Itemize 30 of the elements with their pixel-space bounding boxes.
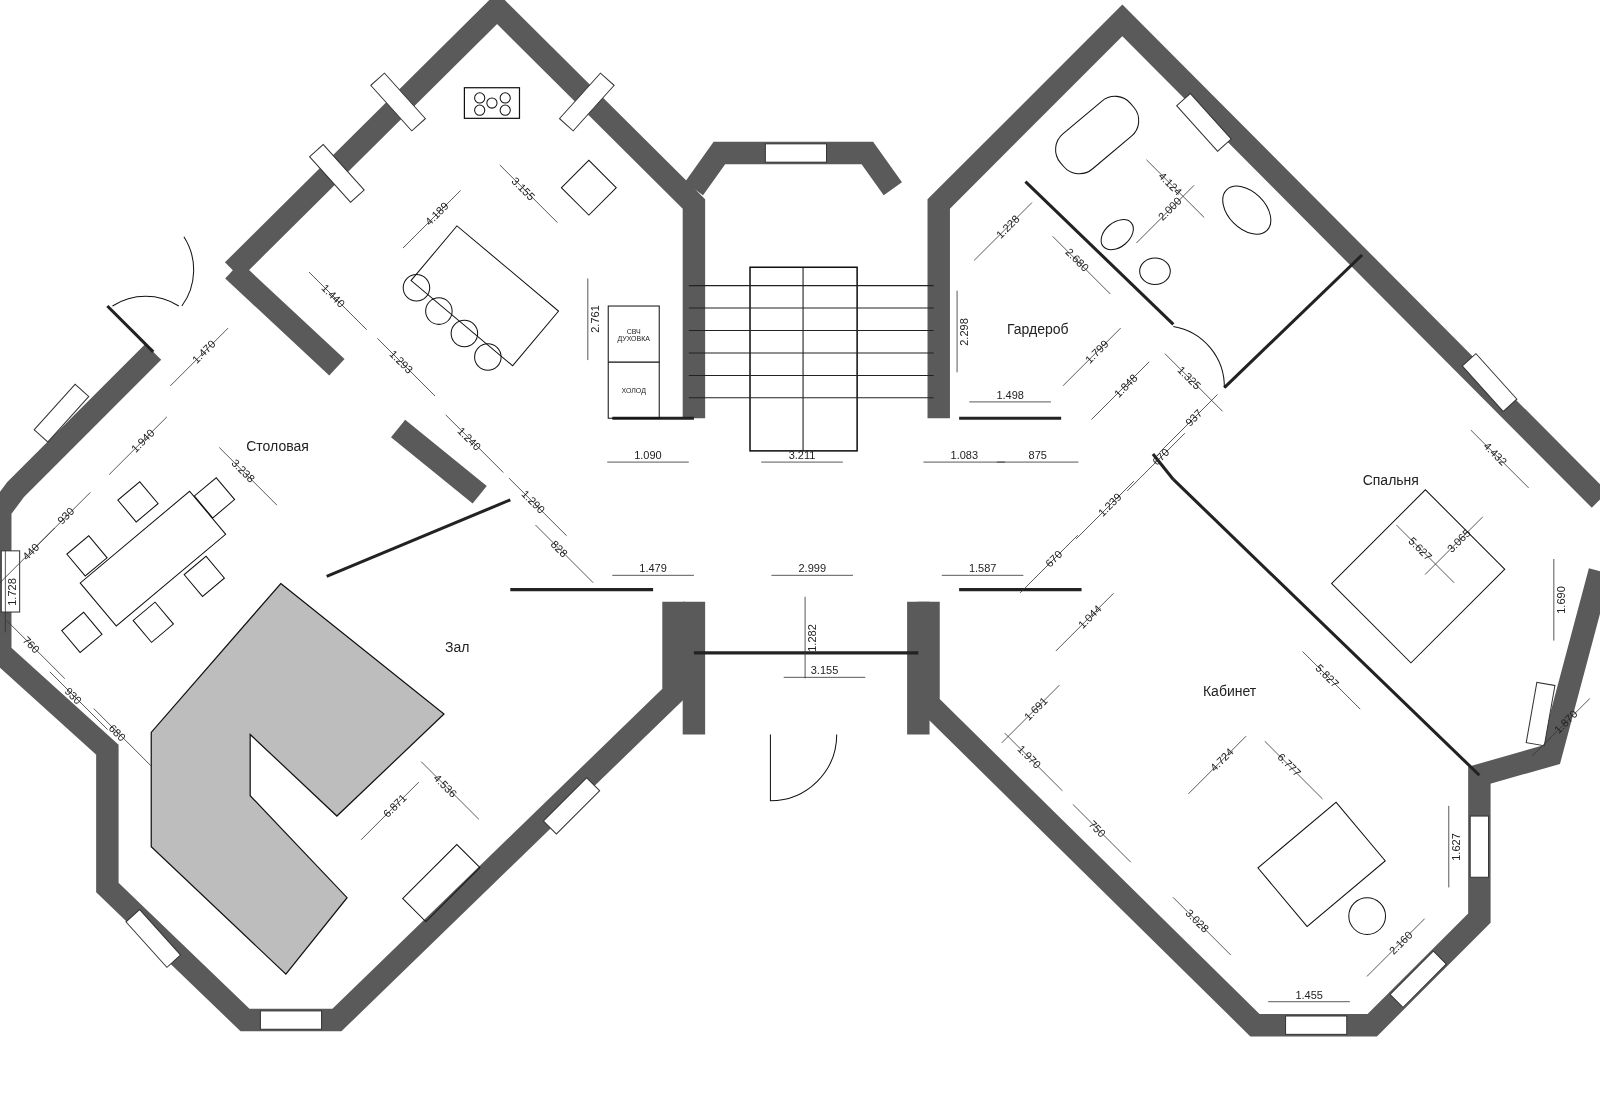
dimension-label: 1.690 [1555, 586, 1567, 614]
dimension-label: 2.298 [958, 317, 970, 346]
dimension-label: 828 [548, 538, 570, 560]
dimension-label: 670 [1043, 548, 1065, 570]
room-label: Кабинет [1202, 683, 1257, 698]
dimension-label: 2.999 [798, 562, 826, 574]
room-label: Столовая [246, 438, 309, 453]
dimension-label: 1.083 [950, 449, 979, 461]
room-label: Зал [444, 639, 470, 654]
dimension-label: 680 [106, 722, 128, 743]
dimension-label: 930 [55, 505, 77, 527]
dimension-label: 937 [1183, 408, 1205, 429]
dimension-label: 1.498 [996, 389, 1024, 401]
dimension-label: 760 [20, 634, 41, 656]
dimension-label: 1.627 [1450, 833, 1462, 861]
dimension-label: 3.155 [810, 664, 839, 676]
dimension-label: 1.479 [639, 562, 667, 574]
dimension-label: 750 [1086, 818, 1108, 839]
dimension-label: 1.587 [968, 562, 997, 574]
dimension-label: 2.761 [589, 305, 601, 334]
dimension-label: 875 [1028, 449, 1047, 461]
dimension-label: 1.455 [1295, 989, 1323, 1001]
dimension-label: 3.211 [788, 449, 816, 461]
dimension-label: 1.090 [634, 449, 662, 461]
dimension-label: 930 [63, 685, 84, 707]
dimension-label: 440 [20, 541, 41, 563]
dimension-label: 1.728 [6, 578, 18, 606]
room-label: Спальня [1362, 472, 1419, 487]
dimension-label: 1.282 [806, 624, 818, 652]
room-label: Гардероб [1006, 321, 1069, 336]
